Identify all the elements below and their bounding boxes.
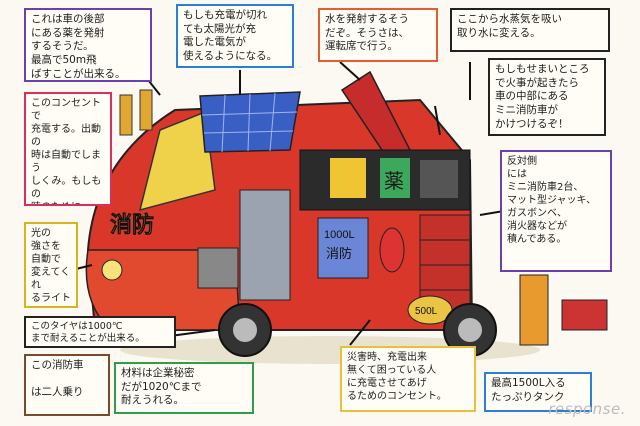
side-emblem: 消防 [110,212,154,237]
note-solar: もしも充電が切れ ても太陽光が充 電した電気が 使えるようになる。 [176,4,294,68]
gas-cylinder [519,274,549,346]
medicine-label: 薬 [384,170,404,193]
solar-panel [199,91,301,153]
note-opposite-side: 反対側 には ミニ消防車2台、 マット型ジャッキ、 ガスボンベ、 消火器などが … [500,150,612,272]
mat-jack [561,299,608,331]
note-steam: ここから水蒸気を吸い 取り水に変える。 [450,8,610,52]
note-light: 光の 強さを 自動で 変えてくれ るライト [24,222,78,308]
note-water-spray: 水を発射するそう だぞ。そうさは、 運転席で行う。 [318,8,438,62]
note-two-seat: この消防車 は二人乗り [24,354,110,416]
small-tank-label: 500L [415,306,438,317]
note-rear-spray: これは車の後部 にある薬を発射 するそうだ。 最高で50m飛 ばすことが出来る。 [24,8,152,82]
front-wheel [218,303,272,357]
note-disaster-outlet: 災害時、充電出来 無くて困っている人 に充電させてあげ るためのコンセント。 [340,346,476,412]
tank-label: 1000L [324,229,355,241]
note-tire: このタイヤは1000℃ まで耐えることが出来る。 [24,316,176,348]
note-tank: 最高1500L入る たっぷりタンク [484,372,592,412]
note-mini-fire-car: もしもせまいところ で火事が起きたら 車の中部にある ミニ消防車が かけつけるぞ… [488,58,606,136]
note-material: 材料は企業秘密 だが1020℃まで 耐えうれる。 [114,362,254,414]
svg-text:消防: 消防 [326,246,352,261]
note-outlet-auto: このコンセントで 充電する。出動の 時は自動でしまう しくみ。もしもの 時のため… [24,92,112,206]
response-watermark: response. [548,400,626,418]
